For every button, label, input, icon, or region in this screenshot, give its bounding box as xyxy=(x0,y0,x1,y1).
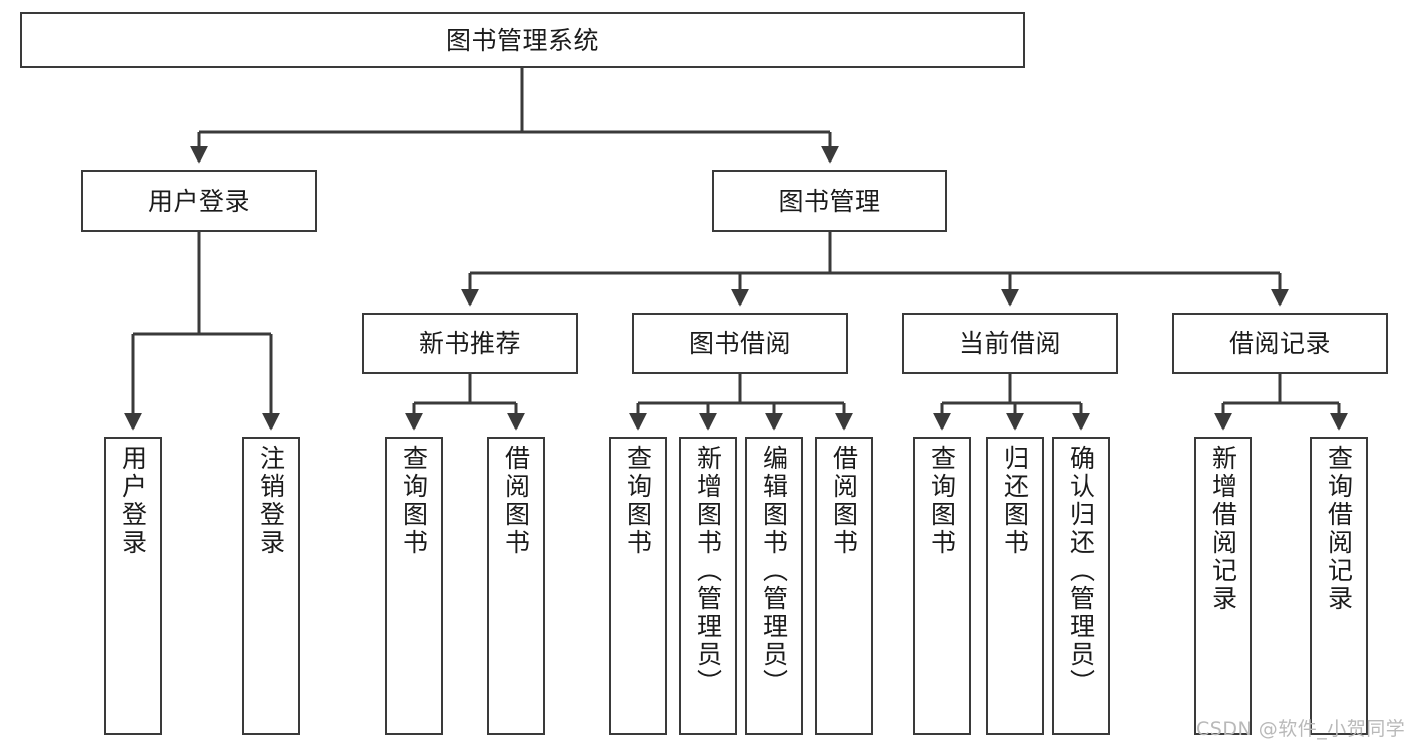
node-leaf-query-book-1-label: 查询图书 xyxy=(399,445,429,557)
node-leaf-query-borrow-record[interactable]: 查询借阅记录 xyxy=(1310,437,1368,735)
node-leaf-user-logout-label: 注销登录 xyxy=(256,445,286,557)
node-leaf-borrow-book-2[interactable]: 借阅图书 xyxy=(815,437,873,735)
node-user-login[interactable]: 用户登录 xyxy=(81,170,317,232)
node-leaf-borrow-book-1[interactable]: 借阅图书 xyxy=(487,437,545,735)
node-leaf-confirm-return-admin[interactable]: 确认归还（管理员） xyxy=(1052,437,1110,735)
node-borrow-record-label: 借阅记录 xyxy=(1228,329,1331,358)
node-leaf-add-borrow-record[interactable]: 新增借阅记录 xyxy=(1194,437,1252,735)
node-leaf-query-book-2-label: 查询图书 xyxy=(623,445,653,557)
node-current-borrow[interactable]: 当前借阅 xyxy=(902,313,1118,374)
node-leaf-add-book-admin[interactable]: 新增图书（管理员） xyxy=(679,437,737,735)
node-book-borrow-label: 图书借阅 xyxy=(688,329,791,358)
node-root[interactable]: 图书管理系统 xyxy=(20,12,1025,68)
node-leaf-borrow-book-2-label: 借阅图书 xyxy=(829,445,859,557)
node-current-borrow-label: 当前借阅 xyxy=(958,329,1061,358)
node-leaf-user-login-label: 用户登录 xyxy=(118,445,148,557)
node-leaf-query-book-3[interactable]: 查询图书 xyxy=(913,437,971,735)
node-root-label: 图书管理系统 xyxy=(445,25,599,55)
node-leaf-add-book-admin-label: 新增图书（管理员） xyxy=(693,445,723,697)
node-borrow-record[interactable]: 借阅记录 xyxy=(1172,313,1388,374)
node-book-manage-label: 图书管理 xyxy=(778,186,881,216)
node-leaf-edit-book-admin[interactable]: 编辑图书（管理员） xyxy=(745,437,803,735)
node-leaf-confirm-return-admin-label: 确认归还（管理员） xyxy=(1066,445,1096,697)
node-leaf-user-login[interactable]: 用户登录 xyxy=(104,437,162,735)
node-leaf-borrow-book-1-label: 借阅图书 xyxy=(501,445,531,557)
node-leaf-query-book-3-label: 查询图书 xyxy=(927,445,957,557)
node-leaf-return-book-label: 归还图书 xyxy=(1000,445,1030,557)
node-book-borrow[interactable]: 图书借阅 xyxy=(632,313,848,374)
watermark: CSDN @软件_小贺同学 xyxy=(1196,718,1405,740)
node-leaf-query-book-1[interactable]: 查询图书 xyxy=(385,437,443,735)
node-leaf-edit-book-admin-label: 编辑图书（管理员） xyxy=(759,445,789,697)
node-new-book-recommend-label: 新书推荐 xyxy=(418,329,521,358)
node-new-book-recommend[interactable]: 新书推荐 xyxy=(362,313,578,374)
node-leaf-return-book[interactable]: 归还图书 xyxy=(986,437,1044,735)
node-leaf-query-borrow-record-label: 查询借阅记录 xyxy=(1324,445,1354,613)
node-leaf-user-logout[interactable]: 注销登录 xyxy=(242,437,300,735)
node-leaf-query-book-2[interactable]: 查询图书 xyxy=(609,437,667,735)
node-book-manage[interactable]: 图书管理 xyxy=(712,170,947,232)
node-user-login-label: 用户登录 xyxy=(147,186,250,216)
node-leaf-add-borrow-record-label: 新增借阅记录 xyxy=(1208,445,1238,613)
